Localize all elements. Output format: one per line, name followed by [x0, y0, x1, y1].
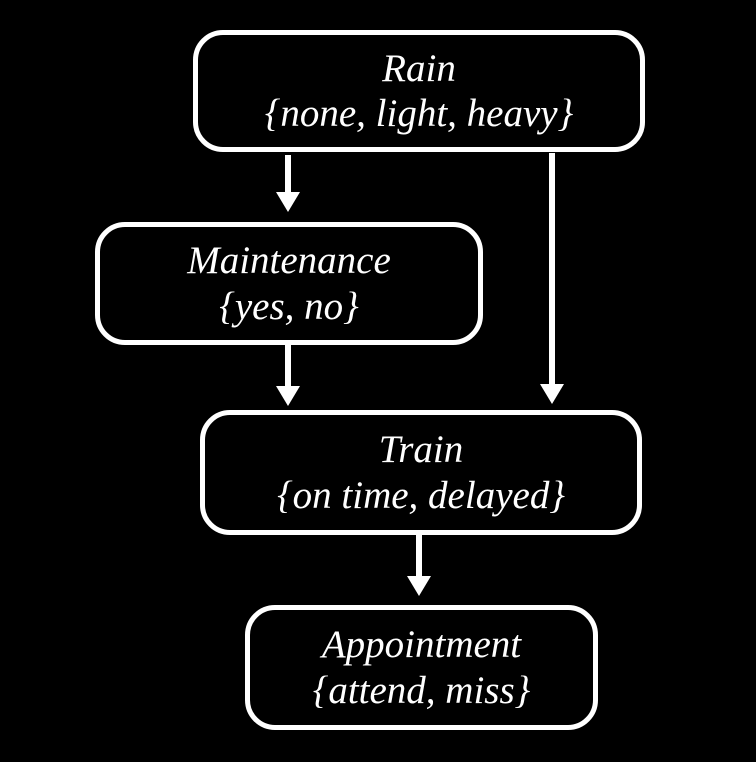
node-train: Train {on time, delayed}: [200, 410, 642, 535]
edge-rain-train: [540, 153, 564, 404]
arrowhead-icon: [540, 384, 564, 404]
node-values: {attend, miss}: [312, 668, 531, 712]
node-values: {yes, no}: [219, 284, 359, 328]
edge-maintenance-train: [276, 345, 300, 406]
node-label: Rain: [382, 46, 456, 90]
node-appointment: Appointment {attend, miss}: [245, 605, 598, 730]
node-values: {none, light, heavy}: [264, 92, 574, 135]
arrowhead-icon: [276, 192, 300, 212]
edge-rain-maintenance: [276, 155, 300, 212]
node-label: Train: [378, 428, 464, 472]
node-values: {on time, delayed}: [277, 473, 565, 517]
arrowhead-icon: [276, 386, 300, 406]
node-maintenance: Maintenance {yes, no}: [95, 222, 483, 345]
arrowhead-icon: [407, 576, 431, 596]
edge-train-appointment: [407, 535, 431, 596]
node-rain: Rain {none, light, heavy}: [193, 30, 645, 152]
node-label: Appointment: [321, 623, 522, 667]
node-label: Maintenance: [187, 239, 391, 283]
